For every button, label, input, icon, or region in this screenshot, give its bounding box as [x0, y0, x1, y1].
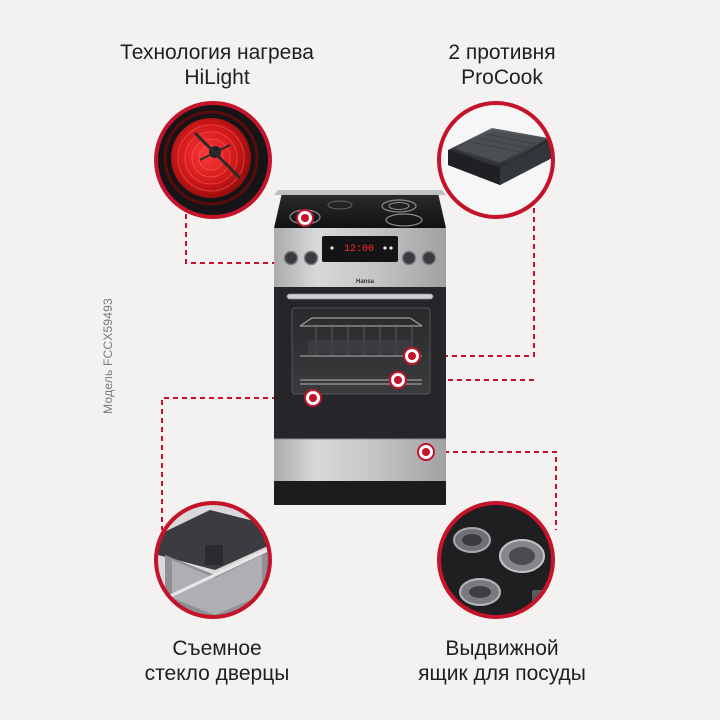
feature-glass-title: Съемное стекло дверцы	[144, 637, 290, 685]
knob-3[interactable]	[401, 250, 417, 266]
burner-back-left	[327, 200, 353, 210]
storage-drawer-icon	[437, 501, 555, 619]
burner-back-right	[381, 199, 417, 213]
hotspot-tray-lower[interactable]	[389, 371, 407, 389]
door-top-band	[274, 273, 446, 287]
brand-logo: Hansa	[356, 279, 375, 285]
timer-display	[322, 236, 398, 262]
door-handle[interactable]	[286, 293, 434, 300]
feature-hilight-title: Технология нагрева HiLight	[120, 41, 314, 89]
hotspot-hob[interactable]	[296, 209, 314, 227]
feature-trays-title: 2 противня ProCook	[448, 41, 556, 89]
hotspot-drawer[interactable]	[417, 443, 435, 461]
hotspots	[296, 209, 435, 461]
oven-door-glass-icon	[154, 501, 272, 619]
plinth	[274, 481, 446, 505]
baking-tray-icon	[437, 101, 555, 219]
knob-2[interactable]	[303, 250, 319, 266]
burner-front-right	[385, 213, 423, 227]
knob-1[interactable]	[283, 250, 299, 266]
feature-drawer-title: Выдвижной ящик для посуды	[418, 637, 586, 685]
storage-drawer[interactable]	[274, 439, 446, 481]
cooktop-glass	[274, 193, 446, 228]
hotspot-door-glass[interactable]	[304, 389, 322, 407]
knobs	[283, 250, 437, 266]
knob-4[interactable]	[421, 250, 437, 266]
hotspot-tray-upper[interactable]	[403, 347, 421, 365]
display-time: 12:00	[344, 244, 374, 255]
ceramic-hob-icon	[154, 101, 272, 219]
